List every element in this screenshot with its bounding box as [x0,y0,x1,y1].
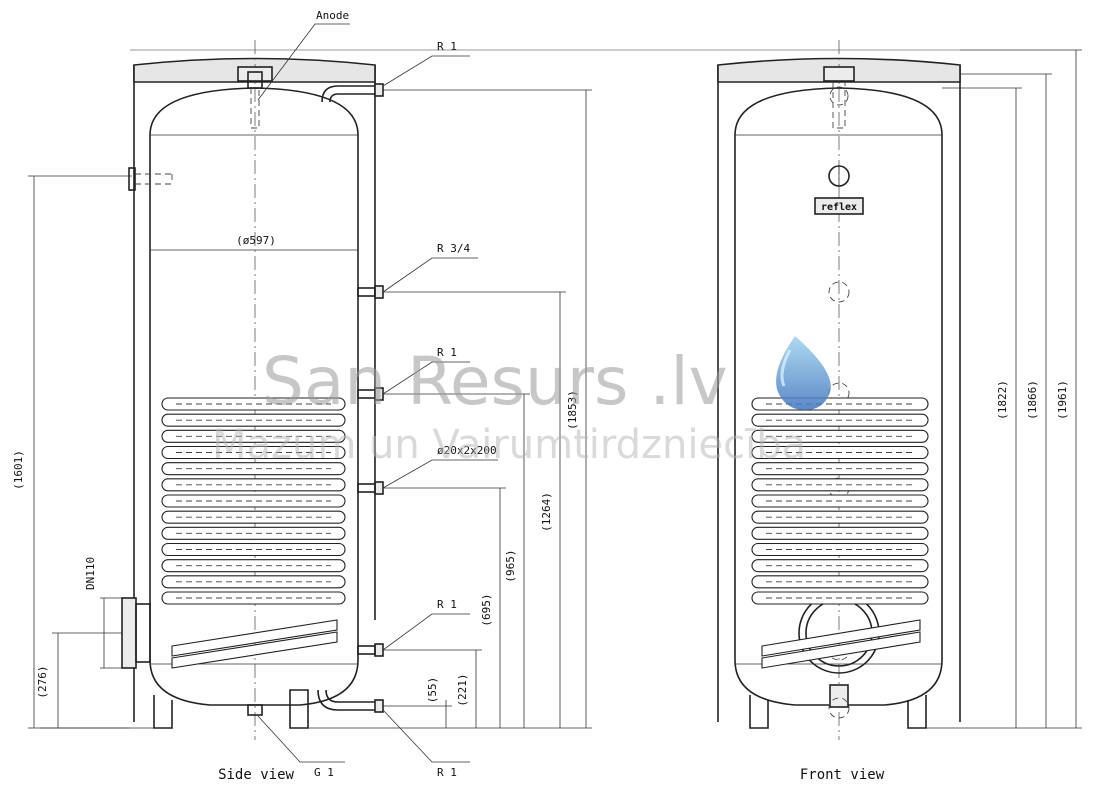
dim-965-text: (965) [504,549,517,582]
label-anode: Anode [316,9,349,22]
leader-r1-top [382,55,470,87]
side-connection-sensor [374,481,384,495]
side-top-connection [374,83,384,97]
dim-1866-text: (1866) [1026,380,1039,420]
side-coil-turn [161,526,346,540]
side-coil-turn [161,429,346,443]
dim-1601-text: (1601) [12,450,25,490]
front-badge [814,197,864,215]
dim-1822-text: (1822) [996,380,1009,420]
front-view-title: Front view [800,767,885,783]
side-coil-turn [161,559,346,573]
leader-g1 [257,715,345,763]
leader-r34 [382,257,478,293]
watermark: San Resurs .lv Mazum un Vairumtirdzniecī… [212,336,831,468]
side-connection-r34 [374,285,384,299]
dim-55-text: (55) [426,677,439,704]
watermark-drop-icon [776,336,831,410]
front-anode-rod [832,82,846,129]
label-dn110: DN110 [84,557,97,590]
leader-r1-bottom [382,709,470,763]
side-coil-turn [161,413,346,427]
side-top-pipe [321,85,375,103]
side-coil-turn [161,397,346,411]
front-heat-coil [751,397,929,669]
dim-695-text: (695) [480,593,493,626]
dim-1961-text: (1961) [1056,380,1069,420]
side-coil-turn [161,462,346,476]
side-heat-coil [161,397,346,669]
side-connection-r34-nipple [357,287,376,297]
side-connection-r1-low [374,643,384,657]
side-connection-sensor-nipple [357,483,376,493]
front-top-port [829,86,849,106]
side-anode-boss [237,66,273,82]
front-coil-return [761,631,921,669]
side-coil-turn [161,591,346,605]
front-port-bottom [828,697,850,719]
side-coil-turn [161,510,346,524]
watermark-drop-highlight [780,349,792,387]
label-g1: G 1 [314,766,334,779]
side-coil-turn [161,478,346,492]
dim-1853-text: (1853) [566,390,579,430]
front-badge-text: reflex [821,202,857,213]
watermark-title: San Resurs .lv [262,343,728,420]
dim-221-text: (221) [456,673,469,706]
side-flange [121,597,137,669]
front-anode-boss [823,66,855,82]
side-view-title: Side view [218,767,294,783]
label-r1-top: R 1 [437,40,457,53]
side-connection-r1-low-nipple [357,645,376,655]
side-thermometer-sleeve [135,173,173,185]
leader-anode [257,23,350,101]
label-r1-mid: R 1 [437,346,457,359]
front-drain [829,684,849,708]
side-coil-return [171,619,338,657]
label-r1-low: R 1 [437,598,457,611]
side-coil-turn [161,542,346,557]
side-coil-turn [161,494,346,508]
side-coil-return [171,631,338,669]
dim-276-text: (276) [36,665,49,698]
front-leg-left [749,695,769,729]
watermark-subtitle: Mazum un Vairumtirdzniecība [212,422,806,468]
side-anode-rod [250,88,260,129]
side-thermometer-boss [128,167,136,191]
leader-lines [257,23,498,763]
leader-r1-mid [382,361,470,395]
side-view [121,40,384,740]
leader-coil-spec [382,459,498,489]
label-r34: R 3/4 [437,242,470,255]
dimension-lines [28,49,1082,729]
front-coil-return [761,619,921,657]
label-diameter: (ø597) [236,234,276,247]
side-anode-nut [247,71,263,89]
leader-r1-low [382,613,470,651]
side-coil-turn [161,575,346,589]
side-connection-r1-mid-nipple [357,389,376,399]
front-view: reflex [717,40,961,740]
front-inner-vessel [734,87,943,706]
label-coil-spec: ø20x2x200 [437,444,497,457]
dim-1264-text: (1264) [540,492,553,532]
front-leg-right [907,695,927,729]
side-flange-cover [135,603,151,663]
side-bottom-pipe [317,689,375,711]
front-port-r34 [828,281,850,303]
front-jacket [717,65,961,722]
labels: Anode R 1 R 3/4 R 1 ø20x2x200 R 1 R 1 G … [12,9,1069,783]
side-drain [247,704,263,716]
side-coil-turn [161,445,346,460]
label-r1-bottom: R 1 [437,766,457,779]
side-bottom-connection [374,699,384,713]
side-leg-right [289,689,309,729]
side-leg-left [153,695,173,729]
